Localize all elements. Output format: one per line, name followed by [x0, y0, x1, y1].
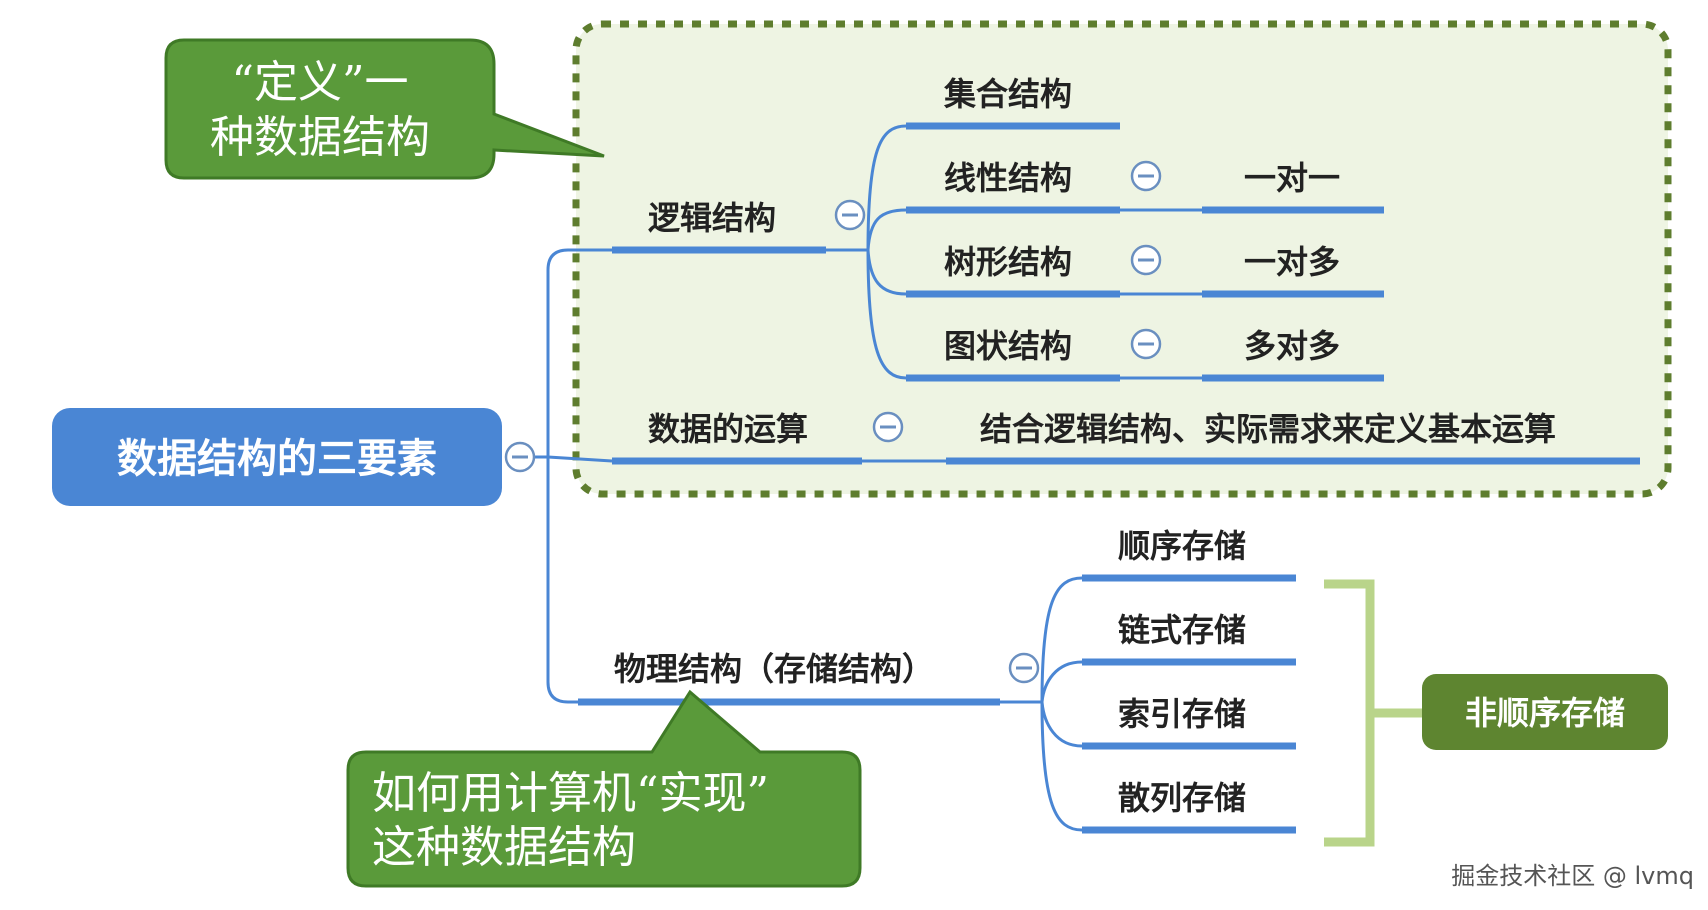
logical-structure-label[interactable]: 逻辑结构	[648, 199, 776, 237]
operation-label[interactable]: 数据的运算	[648, 410, 808, 448]
non-sequential-tag[interactable]: 非顺序存储	[1422, 674, 1668, 750]
logical-child-linear[interactable]: 线性结构	[944, 159, 1072, 197]
root-node-label: 数据结构的三要素	[117, 436, 437, 482]
non-sequential-tag-box	[1422, 674, 1668, 750]
operation-detail[interactable]: 结合逻辑结构、实际需求来定义基本运算	[980, 410, 1556, 448]
collapse-linear-icon[interactable]	[1130, 160, 1162, 192]
logical-child-set[interactable]: 集合结构	[943, 75, 1072, 113]
callout-implementation: 如何用计算机“实现” 这种数据结构	[346, 689, 862, 888]
relation-one-to-many[interactable]: 一对多	[1244, 243, 1340, 281]
storage-linked[interactable]: 链式存储	[1118, 611, 1246, 649]
storage-hashed[interactable]: 散列存储	[1118, 779, 1246, 817]
storage-sequential[interactable]: 顺序存储	[1118, 527, 1246, 565]
root-node-box	[52, 408, 502, 506]
logical-child-tree[interactable]: 树形结构	[944, 243, 1072, 281]
collapse-tree-icon[interactable]	[1130, 244, 1162, 276]
relation-one-to-one[interactable]: 一对一	[1244, 159, 1340, 197]
collapse-root-icon[interactable]	[504, 441, 536, 473]
collapse-graph-icon[interactable]	[1130, 328, 1162, 360]
node-underlines	[578, 122, 1640, 834]
callout-definition-line1: “定义”一	[232, 57, 409, 108]
non-sequential-bracket	[1324, 579, 1422, 847]
root-node[interactable]: 数据结构的三要素	[52, 408, 502, 506]
relation-many-to-many[interactable]: 多对多	[1244, 327, 1340, 365]
storage-indexed[interactable]: 索引存储	[1118, 695, 1246, 733]
connectors	[530, 124, 1202, 832]
collapse-operation-icon[interactable]	[872, 411, 904, 443]
definition-region	[572, 20, 1672, 498]
callout-implementation-line1: 如何用计算机“实现”	[372, 768, 769, 819]
callout-definition-line2: 种数据结构	[210, 112, 430, 163]
callout-implementation-line2: 这种数据结构	[372, 822, 636, 873]
watermark: 掘金技术社区 @ lvmq	[1451, 862, 1694, 890]
logical-child-graph[interactable]: 图状结构	[944, 327, 1072, 365]
callout-definition: “定义”一 种数据结构	[164, 38, 605, 180]
collapse-logical-icon[interactable]	[834, 199, 866, 231]
physical-structure-label[interactable]: 物理结构（存储结构）	[614, 650, 934, 688]
collapse-physical-icon[interactable]	[1008, 652, 1040, 684]
non-sequential-tag-label: 非顺序存储	[1465, 694, 1625, 732]
